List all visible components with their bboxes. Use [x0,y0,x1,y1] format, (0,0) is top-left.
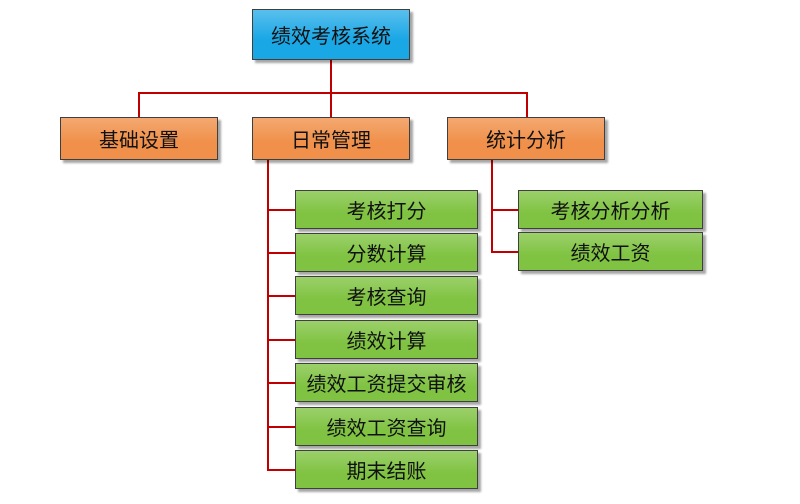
node-root: 绩效考核系统 [252,9,410,60]
node-label: 考核分析分析 [550,199,671,223]
node-assessment-scoring: 考核打分 [295,190,478,229]
node-basic-settings: 基础设置 [60,117,218,160]
node-statistics-analysis: 统计分析 [447,117,605,160]
node-label: 期末结账 [346,459,427,483]
node-payroll-submit-review: 绩效工资提交审核 [295,363,478,402]
node-label: 考核查询 [346,285,427,309]
node-period-end-closing: 期末结账 [295,450,478,489]
node-payroll-query: 绩效工资查询 [295,407,478,446]
node-label: 绩效考核系统 [271,24,391,48]
node-label: 绩效计算 [346,329,427,353]
node-score-calculation: 分数计算 [295,233,478,272]
node-label: 考核打分 [346,199,427,223]
node-label: 绩效工资 [570,241,651,265]
node-assessment-query: 考核查询 [295,276,478,315]
node-label: 基础设置 [99,128,179,152]
node-performance-payroll: 绩效工资 [518,232,703,271]
node-label: 日常管理 [291,128,371,152]
node-daily-management: 日常管理 [252,117,410,160]
node-assessment-analysis: 考核分析分析 [518,190,703,229]
node-label: 绩效工资查询 [326,416,447,440]
node-performance-calculation: 绩效计算 [295,320,478,359]
node-label: 统计分析 [486,128,566,152]
node-label: 分数计算 [346,242,427,266]
node-label: 绩效工资提交审核 [306,372,467,396]
